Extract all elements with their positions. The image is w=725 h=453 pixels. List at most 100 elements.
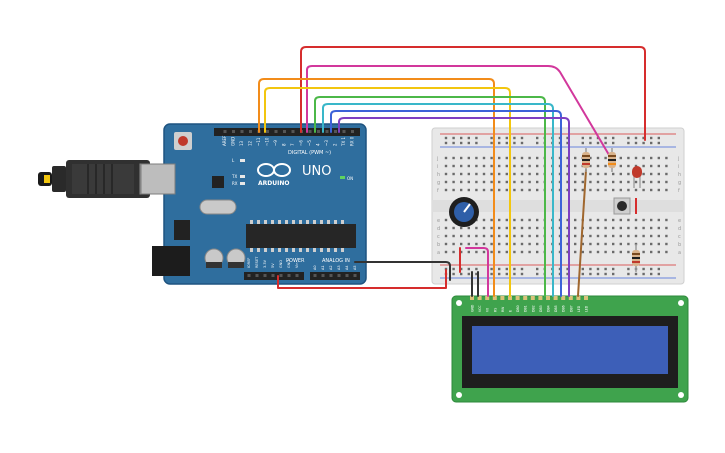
breadboard-hole[interactable] (536, 164, 539, 168)
breadboard-hole[interactable] (650, 250, 653, 254)
breadboard-hole[interactable] (657, 164, 660, 168)
breadboard-hole[interactable] (490, 172, 493, 176)
breadboard-hole[interactable] (566, 242, 569, 246)
digital-pin[interactable] (232, 130, 235, 133)
breadboard-hole[interactable] (520, 226, 524, 230)
breadboard-hole[interactable] (467, 164, 470, 168)
breadboard-hole[interactable] (505, 156, 508, 160)
breadboard-hole[interactable] (642, 226, 645, 230)
breadboard-hole[interactable] (604, 172, 607, 176)
rail-hole[interactable] (452, 136, 455, 140)
breadboard-hole[interactable] (619, 156, 622, 160)
breadboard-hole[interactable] (657, 234, 660, 238)
breadboard-hole[interactable] (619, 218, 622, 222)
breadboard-hole[interactable] (505, 172, 508, 176)
breadboard-hole[interactable] (596, 172, 600, 176)
breadboard-hole[interactable] (452, 242, 455, 246)
power-pin[interactable] (279, 274, 283, 277)
lcd-pin[interactable] (500, 296, 505, 300)
breadboard-hole[interactable] (589, 188, 592, 192)
rail-hole[interactable] (513, 272, 516, 276)
breadboard-hole[interactable] (482, 234, 486, 238)
lcd-pin[interactable] (546, 296, 550, 300)
rail-hole[interactable] (490, 141, 493, 145)
breadboard-hole[interactable] (574, 156, 577, 160)
rail-hole[interactable] (596, 272, 600, 276)
breadboard-hole[interactable] (498, 156, 501, 160)
breadboard-hole[interactable] (467, 250, 470, 254)
breadboard-hole[interactable] (444, 156, 448, 160)
rail-hole[interactable] (634, 272, 638, 276)
breadboard-hole[interactable] (604, 156, 607, 160)
breadboard-hole[interactable] (596, 188, 600, 192)
breadboard-hole[interactable] (596, 180, 600, 184)
breadboard-hole[interactable] (650, 226, 653, 230)
breadboard-hole[interactable] (536, 188, 539, 192)
breadboard-hole[interactable] (460, 234, 463, 238)
digital-pin[interactable] (274, 130, 278, 133)
breadboard-hole[interactable] (528, 218, 531, 222)
breadboard-hole[interactable] (513, 172, 516, 176)
breadboard-hole[interactable] (665, 234, 668, 238)
rail-hole[interactable] (604, 136, 607, 140)
breadboard-hole[interactable] (482, 172, 486, 176)
breadboard-hole[interactable] (528, 188, 531, 192)
breadboard-hole[interactable] (498, 226, 501, 230)
breadboard-hole[interactable] (505, 180, 508, 184)
rail-hole[interactable] (566, 267, 569, 271)
rail-hole[interactable] (498, 267, 501, 271)
breadboard-hole[interactable] (536, 172, 539, 176)
breadboard-hole[interactable] (467, 180, 470, 184)
breadboard-hole[interactable] (574, 234, 577, 238)
breadboard-hole[interactable] (536, 180, 539, 184)
rail-hole[interactable] (657, 272, 660, 276)
analog-pin[interactable] (313, 274, 317, 277)
breadboard-hole[interactable] (642, 156, 645, 160)
rail-hole[interactable] (460, 136, 463, 140)
breadboard-hole[interactable] (650, 188, 653, 192)
digital-pin[interactable] (283, 130, 286, 133)
rail-hole[interactable] (650, 267, 653, 271)
digital-pin[interactable] (325, 130, 329, 133)
breadboard-hole[interactable] (475, 250, 478, 254)
rail-hole[interactable] (581, 141, 584, 145)
breadboard-hole[interactable] (574, 250, 577, 254)
lcd-pin[interactable] (561, 296, 566, 300)
rail-hole[interactable] (444, 136, 448, 140)
rail-hole[interactable] (596, 141, 600, 145)
breadboard-hole[interactable] (528, 164, 531, 168)
breadboard-hole[interactable] (505, 164, 508, 168)
breadboard-hole[interactable] (642, 180, 645, 184)
breadboard-hole[interactable] (657, 180, 660, 184)
breadboard-hole[interactable] (444, 188, 448, 192)
breadboard-hole[interactable] (444, 180, 448, 184)
power-pin[interactable] (271, 274, 275, 277)
breadboard-hole[interactable] (634, 218, 638, 222)
breadboard-hole[interactable] (619, 250, 622, 254)
breadboard-hole[interactable] (612, 172, 615, 176)
rail-hole[interactable] (589, 136, 592, 140)
breadboard-hole[interactable] (604, 164, 607, 168)
breadboard-hole[interactable] (665, 156, 668, 160)
breadboard-hole[interactable] (619, 242, 622, 246)
rail-hole[interactable] (498, 272, 501, 276)
breadboard-hole[interactable] (665, 164, 668, 168)
rail-hole[interactable] (505, 267, 508, 271)
rail-hole[interactable] (475, 141, 478, 145)
breadboard-hole[interactable] (574, 172, 577, 176)
breadboard-hole[interactable] (627, 156, 630, 160)
breadboard-hole[interactable] (460, 250, 463, 254)
breadboard-hole[interactable] (589, 226, 592, 230)
rail-hole[interactable] (581, 272, 584, 276)
breadboard-hole[interactable] (520, 188, 524, 192)
breadboard-hole[interactable] (490, 180, 493, 184)
digital-pin[interactable] (249, 130, 252, 133)
rail-hole[interactable] (536, 267, 539, 271)
breadboard-hole[interactable] (574, 242, 577, 246)
breadboard-hole[interactable] (498, 172, 501, 176)
rail-hole[interactable] (513, 141, 516, 145)
breadboard-hole[interactable] (657, 226, 660, 230)
rail-hole[interactable] (498, 136, 501, 140)
digital-pin[interactable] (334, 130, 337, 133)
breadboard-hole[interactable] (536, 226, 539, 230)
